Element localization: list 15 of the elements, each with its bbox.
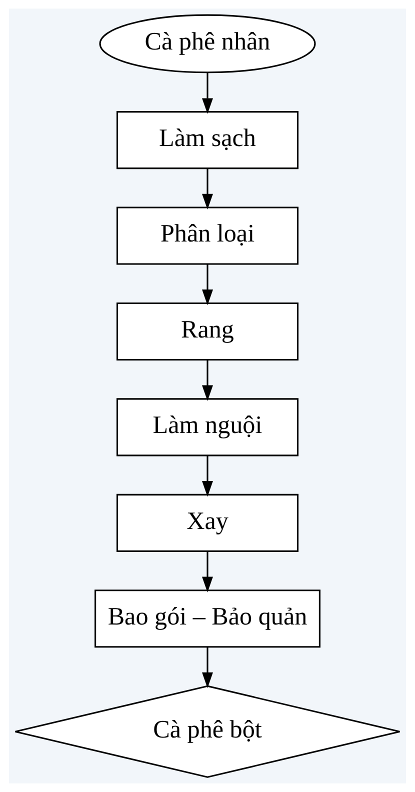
arrow (202, 72, 213, 114)
node-box: Rang (116, 302, 299, 361)
node-box: Làm nguội (116, 398, 299, 456)
arrow (202, 360, 213, 401)
arrow (202, 551, 213, 592)
node-box: Xay (116, 494, 299, 552)
node-diamond: Cà phê bột (14, 685, 401, 778)
arrow (202, 456, 213, 497)
arrow (202, 264, 213, 306)
arrow (202, 168, 213, 210)
node-box: Phân loại (116, 206, 299, 265)
arrow (202, 647, 213, 688)
node-ellipse: Cà phê nhân (99, 14, 316, 74)
node-box: Bao gói – Bảo quản (94, 590, 320, 648)
node-box: Làm sạch (116, 111, 299, 170)
